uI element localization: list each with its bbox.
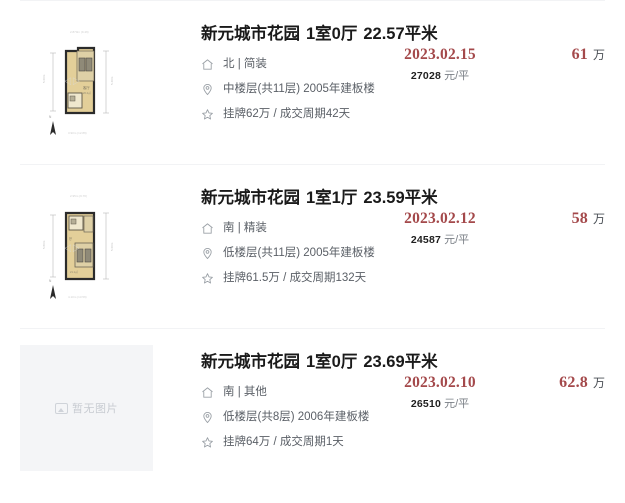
svg-text:2.870m (9.4ft): 2.870m (9.4ft) bbox=[70, 30, 89, 34]
total-price: 61 万 bbox=[572, 45, 605, 65]
listing-title[interactable]: 新元城市花园 1室0厅 23.69平米 bbox=[201, 351, 605, 373]
floor-building-row: 低楼层(共8层) 2006年建板楼 bbox=[201, 410, 605, 424]
listing-thumbnail[interactable]: 2.95m (9.7ft) 4.10m (13.5ft) 5.80m 5.60m bbox=[20, 181, 153, 307]
list-top-divider bbox=[20, 0, 605, 1]
svg-text:5.40m: 5.40m bbox=[110, 76, 114, 85]
unit-price: 26510 元/平 bbox=[365, 397, 515, 412]
listing-thumbnail[interactable]: 2.870m (9.4ft) 3.90m (12.8ft) 5.60m 5.40… bbox=[20, 17, 153, 143]
floor-building-row: 低楼层(共11层) 2005年建板楼 bbox=[201, 246, 605, 260]
total-price-value: 58 bbox=[571, 210, 588, 227]
home-icon bbox=[201, 58, 214, 71]
svg-text:2.95m (9.7ft): 2.95m (9.7ft) bbox=[70, 194, 87, 198]
unit-price-value: 27028 bbox=[410, 70, 442, 82]
svg-text:◁▷: ◁▷ bbox=[64, 77, 80, 86]
star-icon bbox=[201, 108, 214, 121]
svg-text:N: N bbox=[49, 115, 52, 119]
orientation-decoration-text: 南 | 其他 bbox=[223, 386, 267, 398]
svg-text:厅: 厅 bbox=[69, 237, 73, 241]
price-block: 2023.02.15 27028 元/平 61 万 bbox=[365, 45, 605, 101]
svg-text:3.90m (12.8ft): 3.90m (12.8ft) bbox=[68, 131, 87, 135]
location-pin-icon bbox=[201, 247, 214, 260]
floor-area: 23.69平米 bbox=[363, 353, 438, 371]
no-image-label: 暂无图片 bbox=[72, 403, 118, 415]
total-price: 58 万 bbox=[572, 209, 605, 229]
deal-item[interactable]: 2.95m (9.7ft) 4.10m (13.5ft) 5.80m 5.60m bbox=[0, 165, 625, 328]
floor-area: 23.59平米 bbox=[363, 189, 438, 207]
svg-text:N: N bbox=[49, 279, 52, 283]
orientation-decoration-text: 北 | 简装 bbox=[223, 58, 267, 70]
home-icon bbox=[201, 386, 214, 399]
list-divider bbox=[20, 328, 605, 329]
star-icon bbox=[201, 272, 214, 285]
svg-text:◁▷: ◁▷ bbox=[64, 244, 80, 253]
deal-date: 2023.02.12 bbox=[404, 210, 476, 227]
listing-thumbnail[interactable]: 暂无图片 bbox=[20, 345, 153, 471]
listing-cycle-row: 挂牌62万 / 成交周期42天 bbox=[201, 107, 605, 121]
unit-price-suffix: 元/平 bbox=[444, 70, 470, 82]
deal-item[interactable]: 2.870m (9.4ft) 3.90m (12.8ft) 5.60m 5.40… bbox=[0, 1, 625, 164]
total-price-value: 62.8 bbox=[559, 374, 588, 391]
deal-date: 2023.02.10 bbox=[404, 374, 476, 391]
location-pin-icon bbox=[201, 83, 214, 96]
deal-item[interactable]: 暂无图片 新元城市花园 1室0厅 23.69平米 南 | 其他 bbox=[0, 329, 625, 492]
room-layout: 1室1厅 bbox=[306, 189, 358, 207]
floorplan-image: 2.95m (9.7ft) 4.10m (13.5ft) 5.80m 5.60m bbox=[20, 181, 153, 307]
svg-text:20.2㎡: 20.2㎡ bbox=[83, 91, 91, 95]
community-name: 新元城市花园 bbox=[201, 189, 300, 207]
image-icon bbox=[55, 402, 68, 414]
total-price-suffix: 万 bbox=[592, 376, 605, 390]
unit-price-suffix: 元/平 bbox=[444, 234, 470, 246]
svg-text:5.80m: 5.80m bbox=[42, 240, 46, 249]
floorplan-image: 2.870m (9.4ft) 3.90m (12.8ft) 5.60m 5.40… bbox=[20, 17, 153, 143]
total-price-value: 61 bbox=[571, 46, 588, 63]
price-block: 2023.02.12 24587 元/平 58 万 bbox=[365, 209, 605, 265]
total-price-suffix: 万 bbox=[592, 48, 605, 62]
total-price-suffix: 万 bbox=[592, 212, 605, 226]
home-icon bbox=[201, 222, 214, 235]
room-layout: 1室0厅 bbox=[306, 353, 358, 371]
room-layout: 1室0厅 bbox=[306, 25, 358, 43]
unit-price: 27028 元/平 bbox=[365, 69, 515, 84]
price-block: 2023.02.10 26510 元/平 62.8 万 bbox=[365, 373, 605, 429]
unit-price: 24587 元/平 bbox=[365, 233, 515, 248]
unit-price-value: 26510 bbox=[410, 398, 442, 410]
location-pin-icon bbox=[201, 411, 214, 424]
svg-text:5.60m: 5.60m bbox=[42, 74, 46, 83]
listing-title[interactable]: 新元城市花园 1室1厅 23.59平米 bbox=[201, 187, 605, 209]
listing-title[interactable]: 新元城市花园 1室0厅 22.57平米 bbox=[201, 23, 605, 45]
unit-price-suffix: 元/平 bbox=[444, 398, 470, 410]
svg-text:4.10m (13.5ft): 4.10m (13.5ft) bbox=[68, 295, 87, 299]
svg-text:5.60m: 5.60m bbox=[110, 242, 114, 251]
deal-date: 2023.02.15 bbox=[404, 46, 476, 63]
svg-text:21.1㎡: 21.1㎡ bbox=[70, 270, 78, 274]
orientation-decoration-row: 南 | 精装 bbox=[201, 221, 605, 235]
floor-building-text: 低楼层(共11层) 2005年建板楼 bbox=[223, 247, 375, 259]
unit-price-value: 24587 bbox=[410, 234, 442, 246]
listing-cycle-row: 挂牌64万 / 成交周期1天 bbox=[201, 435, 605, 449]
listing-info: 新元城市花园 1室0厅 22.57平米 北 | 简装 bbox=[153, 17, 605, 121]
deal-record-list: 2.870m (9.4ft) 3.90m (12.8ft) 5.60m 5.40… bbox=[0, 0, 625, 492]
svg-text:客厅: 客厅 bbox=[83, 85, 90, 90]
floor-building-text: 中楼层(共11层) 2005年建板楼 bbox=[223, 83, 375, 95]
orientation-decoration-row: 南 | 其他 bbox=[201, 385, 605, 399]
listing-info: 新元城市花园 1室0厅 23.69平米 南 | 其他 bbox=[153, 345, 605, 449]
listing-cycle-text: 挂牌62万 / 成交周期42天 bbox=[223, 108, 351, 120]
floor-area: 22.57平米 bbox=[363, 25, 438, 43]
total-price: 62.8 万 bbox=[559, 373, 605, 393]
orientation-decoration-text: 南 | 精装 bbox=[223, 222, 267, 234]
orientation-decoration-row: 北 | 简装 bbox=[201, 57, 605, 71]
star-icon bbox=[201, 436, 214, 449]
community-name: 新元城市花园 bbox=[201, 353, 300, 371]
floor-building-row: 中楼层(共11层) 2005年建板楼 bbox=[201, 82, 605, 96]
listing-cycle-row: 挂牌61.5万 / 成交周期132天 bbox=[201, 271, 605, 285]
community-name: 新元城市花园 bbox=[201, 25, 300, 43]
floor-building-text: 低楼层(共8层) 2006年建板楼 bbox=[223, 411, 370, 423]
list-divider bbox=[20, 164, 605, 165]
no-image-placeholder: 暂无图片 bbox=[20, 345, 153, 471]
listing-cycle-text: 挂牌64万 / 成交周期1天 bbox=[223, 436, 344, 448]
listing-info: 新元城市花园 1室1厅 23.59平米 南 | 精装 bbox=[153, 181, 605, 285]
listing-cycle-text: 挂牌61.5万 / 成交周期132天 bbox=[223, 272, 367, 284]
